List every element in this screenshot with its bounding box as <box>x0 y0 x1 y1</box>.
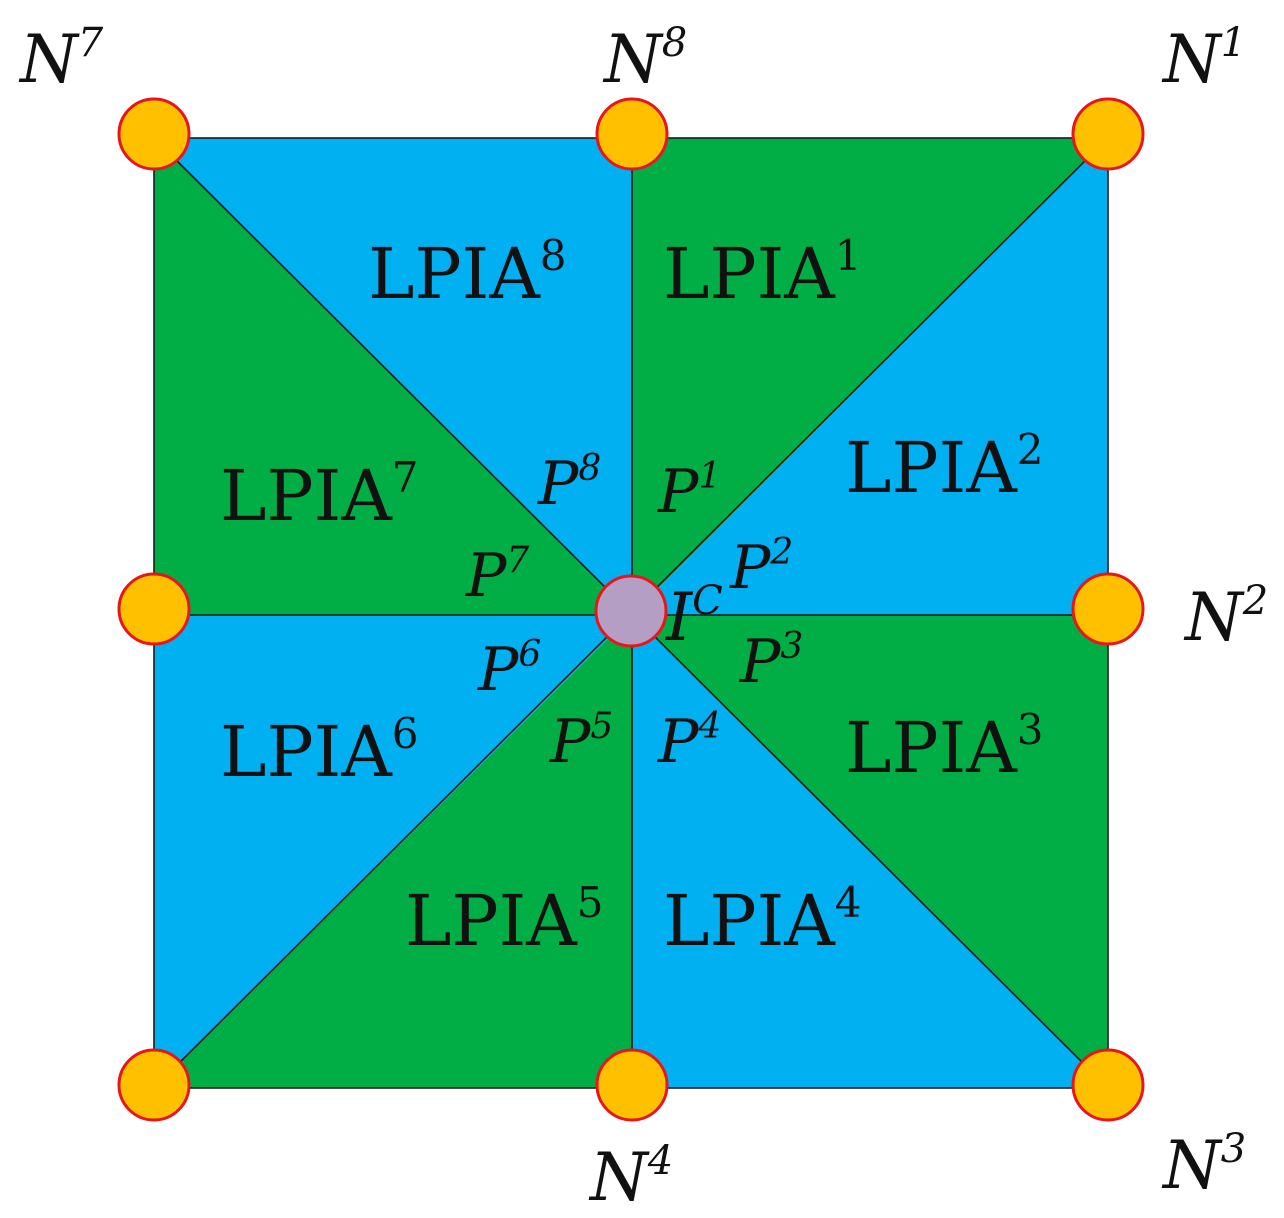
region-labels: LPIA1 LPIA2 LPIA3 LPIA4 LPIA5 LPIA6 LPIA… <box>220 231 1044 962</box>
node-n4 <box>595 1048 669 1122</box>
region-label-6: LPIA6 <box>220 709 419 793</box>
node-n8 <box>595 97 669 171</box>
node-labels: N7 N8 N1 N2 N3 N4 <box>18 20 1268 1216</box>
p-label-8: P8 <box>537 448 601 519</box>
p-label-4: P4 <box>657 706 721 777</box>
node-label-n4: N4 <box>588 1138 673 1216</box>
node-bottom-left <box>117 1048 191 1122</box>
region-label-8: LPIA8 <box>368 231 567 315</box>
p-label-2: P2 <box>729 532 793 603</box>
node-label-n8: N8 <box>602 20 687 98</box>
node-n3 <box>1071 1048 1145 1122</box>
node-label-n7: N7 <box>18 20 104 98</box>
node-label-n1: N1 <box>1161 20 1246 98</box>
p-label-7: P7 <box>465 540 529 611</box>
nodes <box>117 97 1145 1122</box>
region-label-7: LPIA7 <box>220 453 419 537</box>
region-label-3: LPIA3 <box>845 705 1044 789</box>
p-labels: P1 P2 P3 P4 P5 P6 P7 P8 <box>465 448 803 777</box>
node-n1 <box>1071 97 1145 171</box>
p-label-1: P1 <box>657 456 721 527</box>
node-label-n2: N2 <box>1183 578 1268 656</box>
p-label-6: P6 <box>477 634 541 705</box>
p-label-3: P3 <box>739 626 803 697</box>
region-label-1: LPIA1 <box>663 231 862 315</box>
node-label-n3: N3 <box>1161 1126 1246 1204</box>
region-label-4: LPIA4 <box>663 878 862 962</box>
p-label-5: P5 <box>549 706 613 777</box>
center-label: IC <box>665 578 723 656</box>
node-left-mid <box>117 572 191 646</box>
center-node-ic <box>594 574 668 648</box>
node-n7 <box>117 97 191 171</box>
node-n2 <box>1071 572 1145 646</box>
region-label-5: LPIA5 <box>405 878 604 962</box>
region-label-2: LPIA2 <box>845 425 1044 509</box>
